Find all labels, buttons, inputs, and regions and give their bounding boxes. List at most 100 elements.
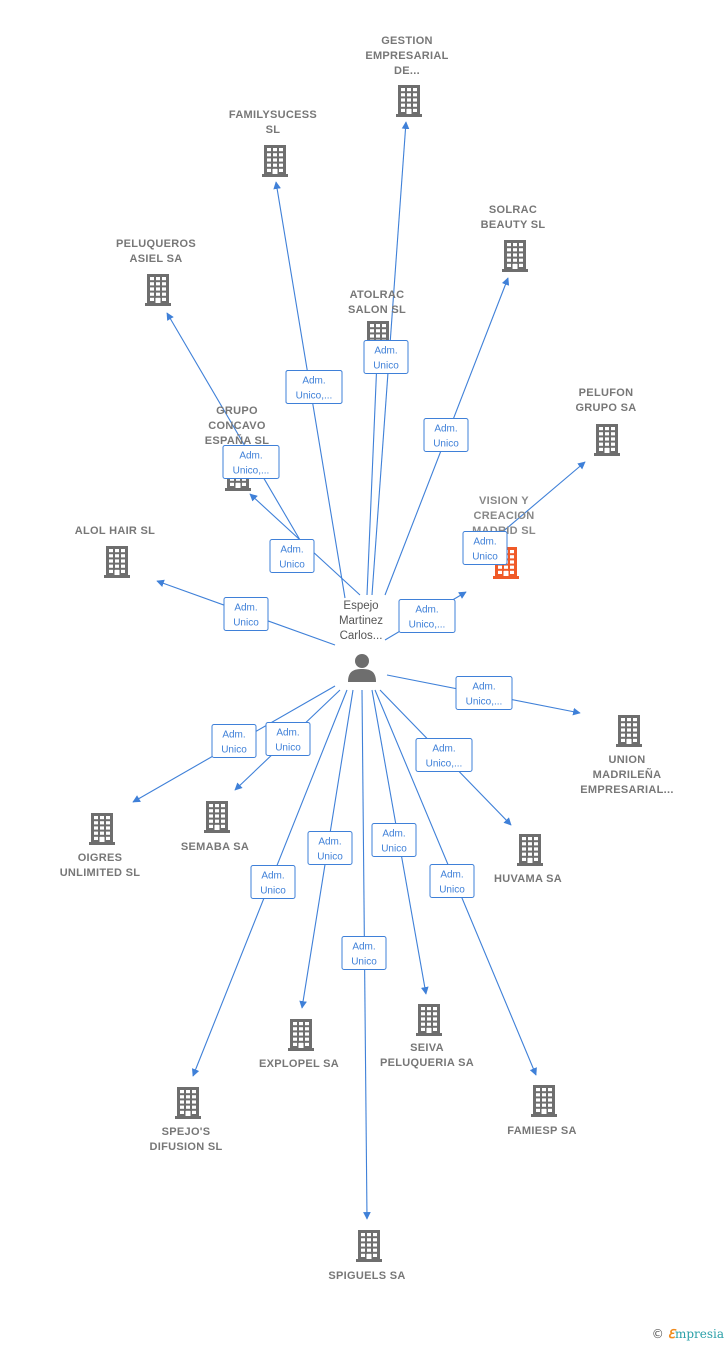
- node-label-gestion: DE...: [394, 65, 420, 77]
- building-icon: [517, 834, 543, 866]
- edge-label-seiva[interactable]: Adm. Unico: [371, 823, 417, 857]
- building-icon: [175, 1087, 201, 1119]
- center-label: Espejo: [343, 600, 378, 612]
- node-label-grupo: GRUPO: [216, 405, 258, 417]
- node-label-atolrac: ATOLRAC: [350, 289, 405, 301]
- building-icon: [288, 1019, 314, 1051]
- node-label-familysucess: SL: [266, 124, 281, 136]
- edge-peluqueros: [166, 312, 301, 541]
- edge-label-text: Unico,...: [296, 391, 333, 402]
- person-icon: [348, 654, 376, 682]
- node-label-grupo: ESPAÑA SL: [205, 434, 269, 447]
- node-label-semaba: SEMABA SA: [181, 841, 249, 853]
- edge-label-text: Adm.: [261, 871, 284, 882]
- edge-label-text: Adm.: [382, 829, 405, 840]
- node-label-pelufon: PELUFON: [579, 387, 634, 399]
- node-label-explopel: EXPLOPEL SA: [259, 1058, 339, 1070]
- building-icon: [594, 424, 620, 456]
- node-label-huvama: HUVAMA SA: [494, 873, 562, 885]
- edge-label-text: Adm.: [276, 728, 299, 739]
- node-spiguels[interactable]: SPIGUELS SA: [328, 1230, 405, 1282]
- edge-label-text: Adm.: [472, 682, 495, 693]
- building-icon: [262, 145, 288, 177]
- node-semaba[interactable]: SEMABA SA: [181, 801, 249, 853]
- node-gestion[interactable]: GESTION EMPRESARIAL DE...: [365, 35, 448, 117]
- edge-label-familysucess[interactable]: Adm. Unico,...: [285, 370, 343, 404]
- edge-label-alol[interactable]: Adm.Unico: [223, 597, 269, 631]
- node-union[interactable]: UNION MADRILEÑA EMPRESARIAL...: [580, 715, 673, 796]
- edge-label-text: Adm.: [318, 837, 341, 848]
- edge-label-famiesp[interactable]: Adm.Unico: [429, 864, 475, 898]
- edge-label-text: Adm.: [374, 346, 397, 357]
- node-label-union: UNION: [609, 754, 646, 766]
- edge-label-solrac[interactable]: Adm.Unico: [423, 418, 469, 452]
- edge-label-atolrac[interactable]: Adm.Unico: [363, 340, 409, 374]
- edge-label-text: Unico: [433, 439, 459, 450]
- building-icon: [531, 1085, 557, 1117]
- edge-label-spiguels[interactable]: Adm. Unico: [341, 936, 387, 970]
- edge-label-text: Unico: [439, 885, 465, 896]
- edge-label-text: Unico: [351, 957, 377, 968]
- edge-label-vision[interactable]: Adm.Unico,...: [398, 599, 456, 633]
- edge-label-text: Unico: [279, 560, 305, 571]
- node-label-gestion: GESTION: [381, 35, 433, 47]
- node-label-famiesp: FAMIESP SA: [507, 1125, 576, 1137]
- node-label-union: EMPRESARIAL...: [580, 784, 673, 796]
- center-label: Martinez: [339, 615, 383, 627]
- node-label-oigres: UNLIMITED SL: [60, 867, 141, 879]
- edge-label-text: Unico,...: [426, 759, 463, 770]
- node-alol[interactable]: ALOL HAIR SL: [75, 525, 155, 578]
- brand-logo-initial: ℇ: [667, 1327, 675, 1341]
- edge-label-pelufon[interactable]: Adm.Unico: [462, 531, 508, 565]
- building-icon: [396, 85, 422, 117]
- node-label-spiguels: SPIGUELS SA: [328, 1270, 405, 1282]
- node-familysucess[interactable]: FAMILYSUCESS SL: [229, 109, 317, 177]
- edge-label-spejos[interactable]: Adm.Unico: [250, 865, 296, 899]
- edge-label-oigres[interactable]: Adm.Unico: [211, 724, 257, 758]
- node-label-vision: VISION Y: [479, 495, 529, 507]
- node-label-atolrac: SALON SL: [348, 304, 406, 316]
- edge-label-huvama[interactable]: Adm.Unico,...: [415, 738, 473, 772]
- node-label-peluqueros: PELUQUEROS: [116, 238, 196, 250]
- node-label-solrac: SOLRAC: [489, 204, 537, 216]
- nodes-layer: GESTION EMPRESARIAL DE... FAMILYSUCESS SL SOL…: [60, 35, 674, 1282]
- node-explopel[interactable]: EXPLOPEL SA: [259, 1019, 339, 1070]
- node-famiesp[interactable]: FAMIESP SA: [507, 1085, 576, 1137]
- copyright-symbol: ©: [651, 1327, 664, 1341]
- edge-label-text: Adm.: [302, 376, 325, 387]
- edge-label-union[interactable]: Adm. Unico,...: [455, 676, 513, 710]
- edge-label-text: Adm.: [415, 605, 438, 616]
- building-icon: [204, 801, 230, 833]
- building-icon: [502, 240, 528, 272]
- center-person[interactable]: EspejoMartinezCarlos...: [339, 600, 383, 682]
- edge-label-text: Unico: [381, 844, 407, 855]
- edge-label-grupo[interactable]: Adm.Unico: [269, 539, 315, 573]
- node-huvama[interactable]: HUVAMA SA: [494, 834, 562, 885]
- edge-label-explopel[interactable]: Adm. Unico: [307, 831, 353, 865]
- node-label-pelufon: GRUPO SA: [575, 402, 636, 414]
- building-icon: [616, 715, 642, 747]
- edge-label-semaba[interactable]: Adm.Unico: [265, 722, 311, 756]
- watermark: © ℇmpresia: [652, 1327, 724, 1341]
- edge-label-text: Adm.: [234, 603, 257, 614]
- node-label-union: MADRILEÑA: [593, 768, 662, 781]
- node-label-grupo: CONCAVO: [208, 420, 266, 432]
- building-icon: [104, 546, 130, 578]
- edge-label-text: Adm.: [222, 730, 245, 741]
- node-peluqueros[interactable]: PELUQUEROS ASIEL SA: [116, 238, 196, 306]
- edge-label-text: Adm.: [352, 942, 375, 953]
- edge-label-text: Unico: [317, 852, 343, 863]
- node-label-peluqueros: ASIEL SA: [130, 253, 183, 265]
- edge-label-text: Unico,...: [466, 697, 503, 708]
- node-label-seiva: PELUQUERIA SA: [380, 1057, 474, 1069]
- node-label-gestion: EMPRESARIAL: [365, 50, 448, 62]
- node-pelufon[interactable]: PELUFON GRUPO SA: [575, 387, 636, 456]
- edge-label-peluqueros[interactable]: Adm.Unico,...: [222, 445, 280, 479]
- edge-label-text: Unico,...: [233, 466, 270, 477]
- node-label-familysucess: FAMILYSUCESS: [229, 109, 317, 121]
